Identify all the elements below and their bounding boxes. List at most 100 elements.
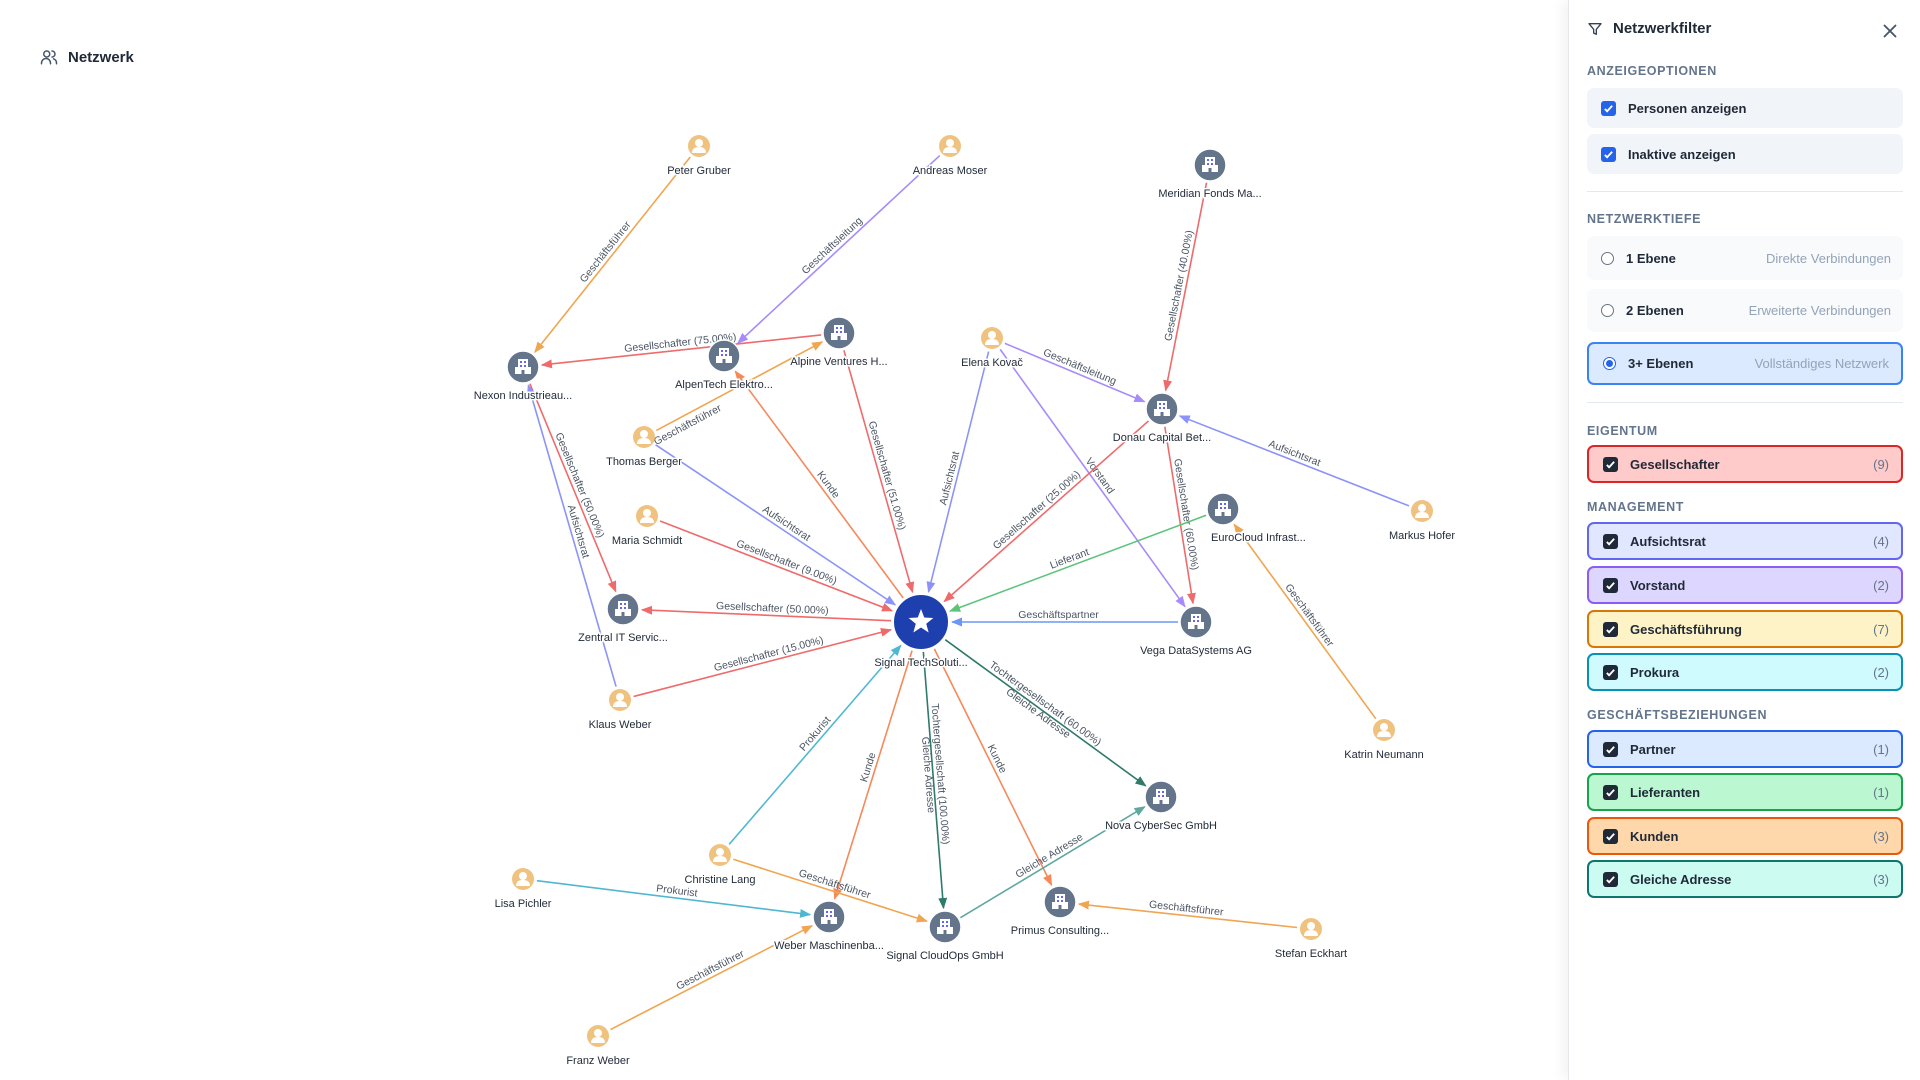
edge-line[interactable]	[1178, 415, 1410, 507]
edge-line[interactable]	[843, 350, 915, 594]
checkbox-checked-icon[interactable]	[1601, 100, 1616, 116]
checkbox-checked-icon[interactable]	[1603, 828, 1618, 844]
edge-geschaeftsfuehrung[interactable]: Geschäftsführer	[1077, 899, 1298, 929]
node-company[interactable]: EuroCloud Infrast...	[1206, 492, 1307, 546]
edge-line[interactable]	[1163, 182, 1208, 392]
toggle-show-persons[interactable]: Personen anzeigen	[1587, 88, 1903, 128]
edge-geschaeftsfuehrung[interactable]: Geschäftsführer	[534, 156, 691, 354]
edge-vorstand[interactable]: Geschäftsleitung	[737, 154, 941, 344]
node-person[interactable]: Maria Schmidt	[610, 505, 684, 549]
edge-line[interactable]	[922, 651, 948, 910]
edge-line[interactable]	[948, 514, 1207, 612]
edge-gesellschafter[interactable]: Gesellschafter (9.00%)	[659, 520, 894, 612]
edge-gesellschafter[interactable]: Gesellschafter (40.00%)	[1162, 182, 1208, 392]
filter-prokura[interactable]: Prokura (2)	[1587, 653, 1903, 691]
edge-line[interactable]	[734, 370, 904, 599]
checkbox-checked-icon[interactable]	[1603, 784, 1618, 800]
edge-line[interactable]	[526, 384, 617, 687]
edge-line[interactable]	[933, 648, 1053, 886]
edge-tochter[interactable]: Tochtergesellschaft (100.00%)Gleiche Adr…	[919, 651, 952, 910]
node-company[interactable]: Donau Capital Bet...	[1111, 392, 1213, 446]
node-company[interactable]: Nova CyberSec GmbH	[1104, 780, 1218, 834]
edge-aufsichtsrat[interactable]: Aufsichtsrat	[655, 444, 897, 606]
filter-kunden[interactable]: Kunden (3)	[1587, 817, 1903, 855]
node-person[interactable]: Markus Hofer	[1387, 500, 1457, 544]
edge-tochter[interactable]: Tochtergesellschaft (60.00%)Gleiche Adre…	[944, 639, 1147, 787]
edge-line[interactable]	[960, 806, 1146, 919]
edge-gesellschafter[interactable]: Gesellschafter (75.00%)	[540, 331, 822, 369]
edge-partner[interactable]: Geschäftspartner	[950, 609, 1178, 627]
radio-icon[interactable]	[1601, 304, 1614, 317]
node-person[interactable]: Peter Gruber	[666, 135, 733, 179]
edge-line[interactable]	[728, 644, 902, 845]
edge-prokura[interactable]: Prokurist	[728, 644, 902, 845]
node-center[interactable]: Signal TechSoluti...	[873, 593, 969, 671]
checkbox-checked-icon[interactable]	[1603, 577, 1618, 593]
filter-geschäftsführung[interactable]: Geschäftsführung (7)	[1587, 610, 1903, 648]
filter-aufsichtsrat[interactable]: Aufsichtsrat (4)	[1587, 522, 1903, 560]
checkbox-checked-icon[interactable]	[1601, 146, 1616, 162]
edge-line[interactable]	[640, 605, 892, 622]
checkbox-checked-icon[interactable]	[1603, 456, 1618, 472]
edge-gesellschafter[interactable]: Gesellschafter (50.00%)	[529, 383, 617, 593]
edge-gesellschafter[interactable]: Gesellschafter (50.00%)	[640, 600, 892, 622]
node-person[interactable]: Christine Lang	[683, 844, 757, 888]
edge-geschaeftsfuehrung[interactable]: Geschäftsführer	[1233, 523, 1377, 720]
edge-line[interactable]	[1077, 900, 1298, 929]
depth-option-1[interactable]: 1 Ebene Direkte Verbindungen	[1587, 236, 1903, 280]
edge-gesellschafter[interactable]: Gesellschafter (51.00%)	[843, 350, 915, 594]
edge-line[interactable]	[1004, 342, 1146, 403]
filter-partner[interactable]: Partner (1)	[1587, 730, 1903, 768]
checkbox-checked-icon[interactable]	[1603, 533, 1618, 549]
node-company[interactable]: Vega DataSystems AG	[1139, 605, 1253, 659]
node-person[interactable]: Klaus Weber	[587, 689, 653, 733]
edge-line[interactable]	[659, 520, 894, 612]
node-person[interactable]: Stefan Eckhart	[1273, 918, 1349, 962]
edge-line[interactable]	[529, 383, 617, 593]
edge-line[interactable]	[633, 627, 893, 698]
edge-line[interactable]	[534, 156, 691, 354]
toggle-show-inactive[interactable]: Inaktive anzeigen	[1587, 134, 1903, 174]
filter-gesellschafter[interactable]: Gesellschafter (9)	[1587, 445, 1903, 483]
checkbox-checked-icon[interactable]	[1603, 664, 1618, 680]
edge-aufsichtsrat[interactable]: Aufsichtsrat	[1178, 415, 1410, 507]
edge-line[interactable]	[540, 334, 822, 369]
node-company[interactable]: Zentral IT Servic...	[577, 592, 669, 646]
filter-vorstand[interactable]: Vorstand (2)	[1587, 566, 1903, 604]
checkbox-checked-icon[interactable]	[1603, 621, 1618, 637]
radio-selected-icon[interactable]	[1603, 357, 1616, 370]
edge-vorstand[interactable]: Vorstand	[999, 348, 1186, 608]
filter-gleiche-adresse[interactable]: Gleiche Adresse (3)	[1587, 860, 1903, 898]
node-person[interactable]: Lisa Pichler	[493, 868, 553, 912]
edge-gesellschafter[interactable]: Gesellschafter (60.00%)	[1164, 426, 1201, 605]
node-company[interactable]: Alpine Ventures H...	[789, 316, 889, 370]
depth-option-3[interactable]: 3+ Ebenen Vollständiges Netzwerk	[1587, 342, 1903, 385]
edge-line[interactable]	[655, 444, 897, 606]
edge-line[interactable]	[833, 650, 913, 900]
edge-aufsichtsrat[interactable]: Aufsichtsrat	[926, 351, 990, 594]
edge-line[interactable]	[944, 639, 1147, 787]
checkbox-checked-icon[interactable]	[1603, 871, 1618, 887]
node-person[interactable]: Andreas Moser	[911, 135, 989, 179]
checkbox-checked-icon[interactable]	[1603, 741, 1618, 757]
filter-lieferanten[interactable]: Lieferanten (1)	[1587, 773, 1903, 811]
node-company[interactable]: Signal CloudOps GmbH	[885, 910, 1005, 964]
edge-kunde[interactable]: Kunde	[734, 370, 904, 599]
edge-kunde[interactable]: Kunde	[833, 650, 913, 900]
node-person[interactable]: Franz Weber	[565, 1025, 632, 1069]
depth-option-2[interactable]: 2 Ebenen Erweiterte Verbindungen	[1587, 289, 1903, 332]
edge-prokura[interactable]: Prokurist	[536, 879, 812, 918]
edge-line[interactable]	[610, 924, 814, 1031]
edge-kunde[interactable]: Kunde	[933, 648, 1053, 886]
node-company[interactable]: Weber Maschinenba...	[773, 900, 885, 954]
edge-line[interactable]	[737, 154, 941, 344]
edge-vorstand[interactable]: Geschäftsleitung	[1004, 342, 1146, 403]
edge-line[interactable]	[1233, 523, 1377, 720]
edge-line[interactable]	[536, 879, 812, 918]
edge-line[interactable]	[733, 858, 928, 923]
node-company[interactable]: Nexon Industrieau...	[472, 350, 574, 404]
edge-line[interactable]	[926, 351, 990, 594]
node-person[interactable]: Thomas Berger	[605, 426, 684, 470]
node-company[interactable]: AlpenTech Elektro...	[674, 339, 774, 393]
